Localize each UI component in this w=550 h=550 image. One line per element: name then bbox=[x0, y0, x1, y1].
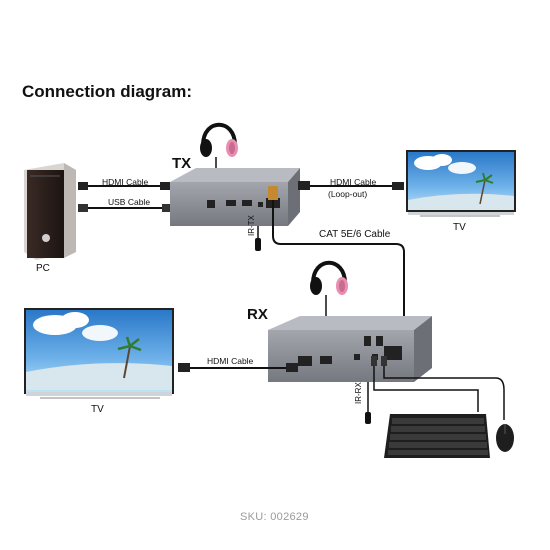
hdmi-cable-loop-label: HDMI Cable bbox=[330, 177, 377, 187]
diagram-title: Connection diagram: bbox=[22, 82, 193, 101]
rx-hdmi-cable bbox=[178, 363, 298, 372]
mouse-icon bbox=[496, 424, 514, 452]
headphones-icon bbox=[200, 122, 238, 178]
rx-label: RX bbox=[247, 306, 268, 323]
keyboard-icon bbox=[384, 414, 490, 458]
tv-bottom-label: TV bbox=[91, 404, 104, 415]
pc-label: PC bbox=[36, 263, 50, 274]
cat-cable bbox=[272, 200, 405, 330]
ir-rx-sensor-icon bbox=[365, 382, 371, 424]
rx-extender-box-icon bbox=[268, 316, 432, 382]
sku-label: SKU: 002629 bbox=[240, 511, 309, 523]
tx-label: TX bbox=[172, 155, 192, 172]
ir-tx-sensor-icon bbox=[255, 226, 261, 251]
ir-rx-label: IR-RX bbox=[354, 382, 363, 404]
usb-peripheral-cables bbox=[371, 356, 505, 420]
ir-tx-label: IR-TX bbox=[247, 215, 256, 236]
hdmi-cable-pc-label: HDMI Cable bbox=[102, 177, 149, 187]
tv-bottom-icon bbox=[24, 308, 174, 399]
hdmi-cable-rx-label: HDMI Cable bbox=[207, 356, 254, 366]
pc-tower-icon bbox=[24, 163, 76, 260]
cat-cable-label: CAT 5E/6 Cable bbox=[319, 229, 391, 240]
loop-out-cable bbox=[298, 181, 404, 190]
tv-top-icon bbox=[406, 150, 516, 217]
pc-cables bbox=[78, 182, 174, 212]
tv-top-label: TV bbox=[453, 222, 466, 233]
usb-cable-label: USB Cable bbox=[108, 197, 151, 207]
headphones-rx-icon bbox=[310, 260, 348, 334]
loop-out-label: (Loop-out) bbox=[328, 189, 368, 199]
tx-extender-box-icon bbox=[170, 168, 300, 226]
